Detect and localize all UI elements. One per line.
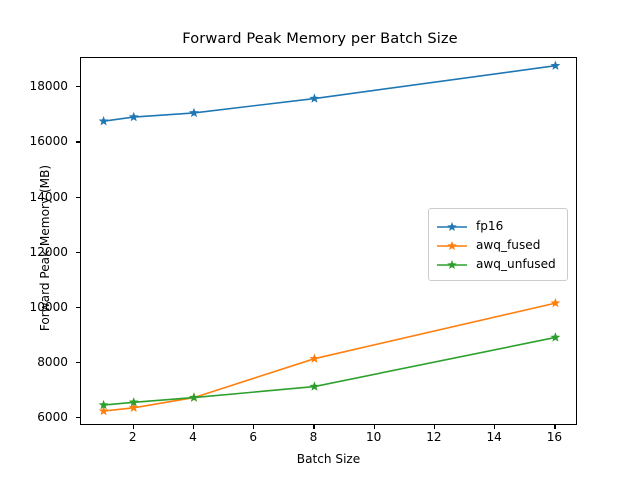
x-tick-label: 6: [249, 430, 258, 444]
y-tick-label: 6000: [37, 410, 68, 425]
y-tick-label: 14000: [29, 189, 68, 204]
y-tick-mark: [76, 306, 80, 309]
legend-item[interactable]: awq_fused: [436, 235, 558, 254]
x-tick-label: 10: [365, 430, 382, 444]
series-line-awq_unfused: [103, 336, 556, 406]
legend-label: fp16: [476, 218, 504, 233]
data-point-awq_fused: [128, 402, 139, 412]
legend-swatch-awq-fused: [436, 238, 468, 252]
data-point-fp16: [189, 107, 199, 118]
series-line-fp16: [103, 64, 556, 122]
y-tick-label: 10000: [29, 299, 68, 314]
data-point-awq_unfused: [309, 381, 320, 391]
x-tick-label: 8: [309, 430, 318, 444]
y-tick-mark: [76, 196, 80, 198]
data-point-awq_fused: [550, 297, 561, 308]
legend-item[interactable]: awq_unfused: [436, 254, 558, 273]
data-point-fp16: [550, 60, 561, 70]
legend-swatch-fp16: [436, 219, 468, 233]
x-tick-label: 16: [546, 430, 563, 444]
data-point-awq_fused: [309, 353, 320, 363]
x-tick-mark: [313, 425, 315, 429]
y-tick-mark: [76, 417, 80, 419]
series-line-awq_fused: [103, 302, 556, 412]
y-tick-mark: [76, 86, 80, 88]
x-tick-mark: [554, 425, 556, 429]
x-tick-mark: [253, 425, 255, 429]
x-tick-mark: [373, 425, 375, 429]
x-tick-label: 4: [189, 430, 197, 444]
data-point-awq_unfused: [550, 332, 561, 342]
data-point-awq_fused: [98, 405, 109, 416]
chart-title: Forward Peak Memory per Batch Size: [182, 30, 458, 47]
legend: fp16 awq_fused awq_unfused: [428, 208, 568, 281]
legend-swatch-awq-unfused: [436, 257, 468, 271]
y-tick-label: 12000: [29, 244, 68, 259]
x-tick-label: 14: [486, 430, 502, 444]
y-axis-label: Forward Peak Memory (MB): [38, 164, 52, 332]
x-axis-label: Batch Size: [296, 452, 361, 466]
x-tick-mark: [132, 425, 134, 429]
data-point-fp16: [128, 111, 139, 122]
y-tick-mark: [76, 141, 80, 143]
x-tick-label: 12: [426, 430, 442, 444]
legend-label: awq_fused: [476, 237, 541, 252]
x-tick-mark: [433, 425, 436, 429]
y-tick-label: 8000: [37, 355, 68, 370]
y-tick-label: 16000: [29, 134, 68, 149]
x-tick-mark: [494, 425, 496, 429]
x-tick-label: 2: [128, 430, 137, 444]
y-tick-mark: [76, 362, 80, 364]
y-tick-mark: [76, 251, 80, 253]
data-point-fp16: [98, 115, 109, 126]
data-point-awq_unfused: [128, 397, 139, 407]
plot-lines: [98, 60, 561, 416]
legend-item[interactable]: fp16: [436, 216, 558, 235]
y-tick-label: 18000: [29, 79, 68, 94]
x-tick-mark: [192, 425, 195, 429]
legend-label: awq_unfused: [476, 256, 556, 271]
data-point-awq_unfused: [98, 399, 109, 410]
data-point-fp16: [309, 93, 320, 103]
data-point-awq_unfused: [189, 392, 199, 402]
